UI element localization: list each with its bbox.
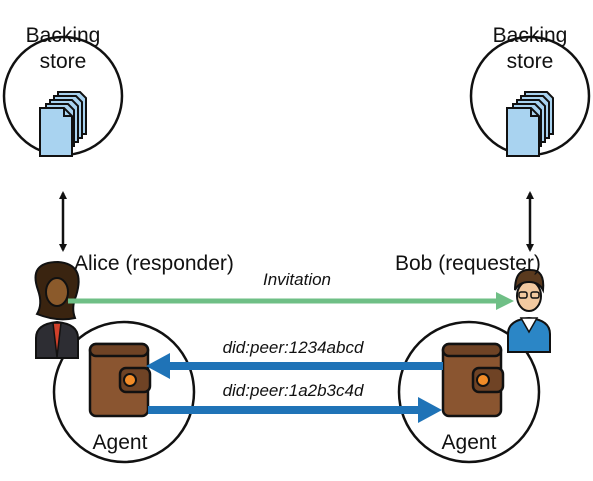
alice-label: Alice (responder): [74, 252, 234, 275]
store-label-line2: store: [40, 50, 87, 73]
agent-label: Agent: [442, 431, 497, 454]
person-bob-icon: [507, 268, 551, 353]
wallet-icon: [88, 342, 152, 418]
invitation-arrow: [68, 292, 514, 310]
bob-backing-store: Backing store: [469, 24, 591, 157]
alice-backing-store: Backing store: [2, 24, 124, 157]
alice-agent: Agent: [52, 320, 196, 464]
did-bob-to-alice-label: did:peer:1234abcd: [223, 338, 364, 357]
person-alice-icon: [34, 260, 80, 359]
agent-label: Agent: [93, 431, 148, 454]
store-label-line1: Backing: [26, 24, 101, 47]
bob-agent: Agent: [397, 320, 541, 464]
store-label-line1: Backing: [493, 24, 568, 47]
did-alice-to-bob-arrow: [148, 397, 442, 423]
invitation-label: Invitation: [263, 270, 331, 289]
bob-label: Bob (requester): [395, 252, 541, 275]
store-label-line2: store: [507, 50, 554, 73]
did-alice-to-bob-label: did:peer:1a2b3c4d: [223, 381, 364, 400]
wallet-icon: [441, 342, 505, 418]
did-bob-to-alice-arrow: [146, 353, 443, 379]
